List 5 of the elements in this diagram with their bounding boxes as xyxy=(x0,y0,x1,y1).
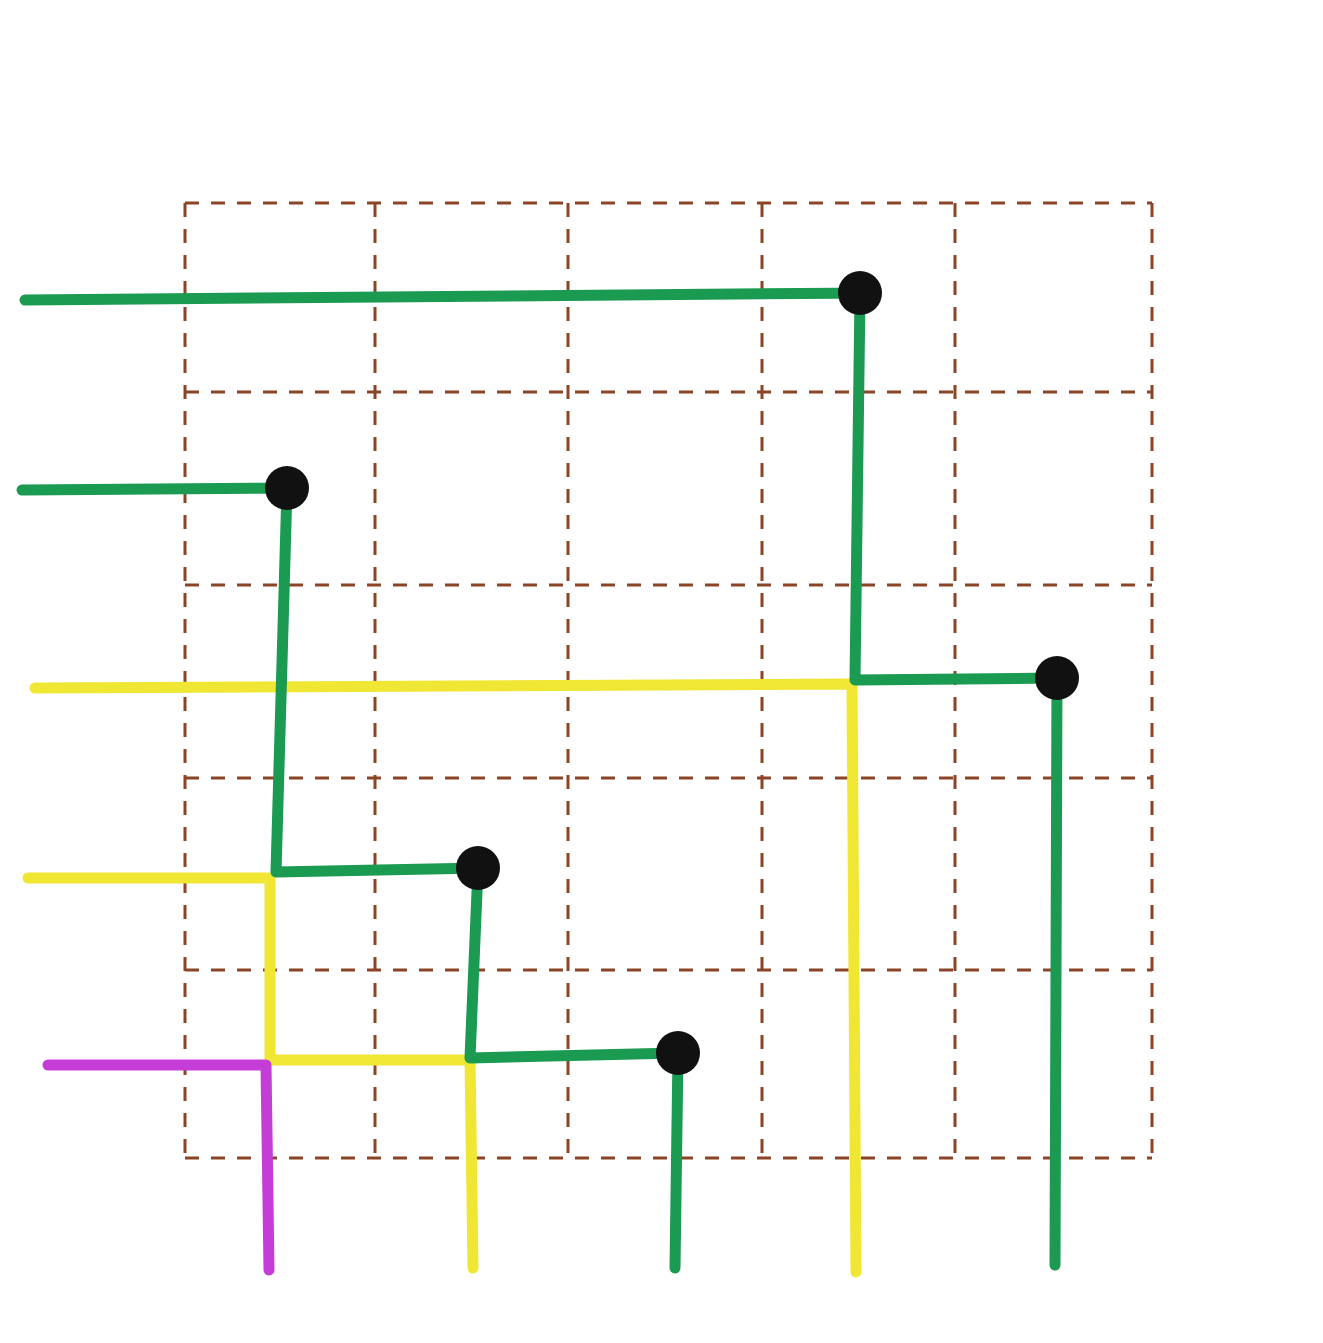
junction-dot xyxy=(1035,656,1079,700)
junction-dot xyxy=(656,1031,700,1075)
junction-dot xyxy=(838,271,882,315)
junction-dot xyxy=(265,466,309,510)
junction-dot xyxy=(456,846,500,890)
